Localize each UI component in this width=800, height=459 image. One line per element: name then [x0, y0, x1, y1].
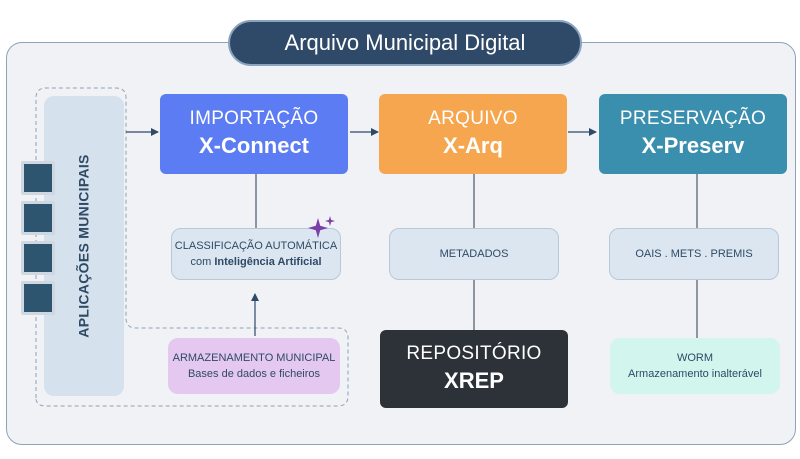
apps-dashed-outline	[35, 87, 349, 407]
metadados-label: METADADOS	[439, 248, 509, 260]
monitor-icon	[21, 161, 55, 195]
module-arquivo: ARQUIVO X-Arq	[379, 94, 567, 174]
module-name: X-Connect	[199, 133, 309, 158]
module-category: IMPORTAÇÃO	[189, 108, 319, 129]
module-preservacao: PRESERVAÇÃO X-Preserv	[599, 94, 787, 174]
sparkle-icon	[308, 216, 335, 238]
apps-column: APLICAÇÕES MUNICIPAIS	[44, 96, 124, 396]
worm-title: WORM	[676, 352, 714, 364]
monitor-icon	[21, 281, 55, 315]
apps-label: APLICAÇÕES MUNICIPAIS	[76, 154, 93, 338]
metadados-box: METADADOS	[389, 228, 559, 280]
module-name: X-Arq	[443, 133, 503, 158]
armazenamento-subtitle: Bases de dados e ficheiros	[187, 368, 321, 380]
module-category: ARQUIVO	[428, 108, 518, 129]
armazenamento-box: ARMAZENAMENTO MUNICIPAL Bases de dados e…	[168, 338, 340, 394]
monitor-icon	[21, 241, 55, 275]
module-category: REPOSITÓRIO	[406, 343, 542, 364]
classificacao-title: CLASSIFICAÇÃO AUTOMÁTICA	[174, 240, 338, 252]
standards-box: OAIS . METS . PREMIS	[609, 228, 779, 280]
monitor-icon	[21, 201, 55, 235]
standards-label: OAIS . METS . PREMIS	[635, 248, 753, 260]
module-repositorio: REPOSITÓRIO XREP	[380, 330, 568, 408]
worm-subtitle: Armazenamento inalterável	[628, 368, 762, 380]
classificacao-box: CLASSIFICAÇÃO AUTOMÁTICA com Inteligênci…	[171, 228, 341, 280]
module-name: X-Preserv	[641, 133, 745, 158]
module-category: PRESERVAÇÃO	[619, 108, 767, 129]
diagram-title: Arquivo Municipal Digital	[228, 20, 582, 66]
module-importacao: IMPORTAÇÃO X-Connect	[160, 94, 348, 174]
armazenamento-title: ARMAZENAMENTO MUNICIPAL	[172, 352, 336, 364]
module-name: XREP	[444, 368, 504, 393]
classificacao-subtitle: com Inteligência Artificial	[190, 256, 322, 268]
worm-box: WORM Armazenamento inalterável	[610, 338, 780, 394]
